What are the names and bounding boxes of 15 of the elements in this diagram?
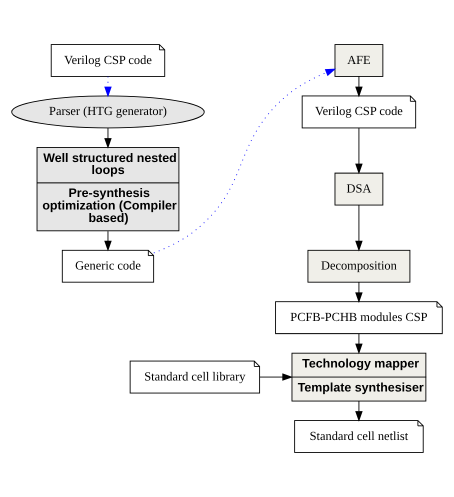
arrow [355,282,363,304]
node-box: DSA [334,172,384,206]
arrow [153,68,336,254]
node-box: Decomposition [308,250,410,283]
arrow [104,76,112,98]
arrow [355,204,363,252]
arrow [259,373,293,381]
arrow [355,128,363,174]
arrow [104,230,112,252]
arrow [355,400,363,422]
node-ellipse: Parser (HTG generator) [11,96,205,128]
arrow [104,128,112,149]
node-box: AFE [334,44,384,77]
arrow [355,76,363,98]
arrow [355,333,363,354]
